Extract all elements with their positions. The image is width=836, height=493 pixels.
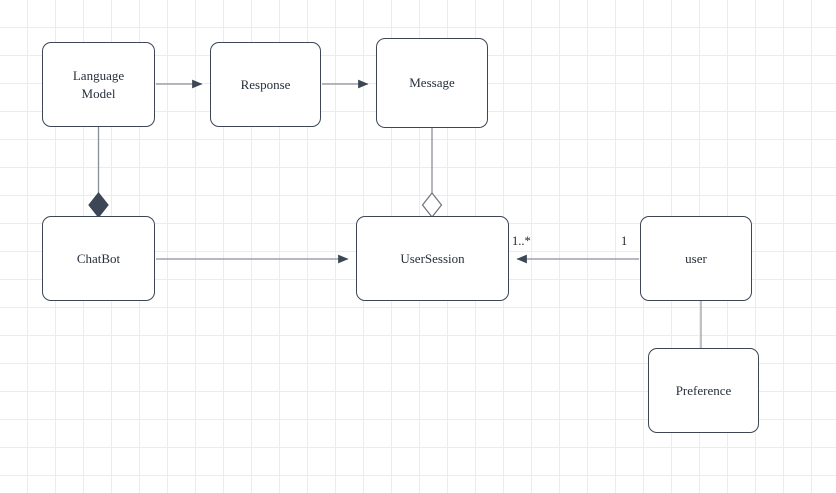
multiplicity-label-many: 1..*: [512, 234, 531, 248]
filled-diamond-marker: [88, 192, 109, 218]
node-label-preference: Preference: [675, 382, 732, 398]
node-user[interactable]: user: [640, 216, 752, 301]
edge-message-aggregation-usersession: [421, 128, 443, 218]
node-label-usersession: UserSession: [400, 250, 465, 266]
node-usersession[interactable]: UserSession: [356, 216, 509, 301]
edge-chatbot-composition-language-model: [88, 127, 109, 218]
multiplicity-label-one: 1: [621, 234, 628, 248]
node-chatbot[interactable]: ChatBot: [42, 216, 155, 301]
node-language-model[interactable]: Language Model: [42, 42, 155, 127]
node-response[interactable]: Response: [210, 42, 321, 127]
hollow-diamond-marker: [421, 192, 443, 218]
node-label-language-model: Language Model: [72, 68, 125, 101]
node-label-chatbot: ChatBot: [76, 250, 121, 266]
node-message[interactable]: Message: [376, 38, 488, 128]
node-label-response: Response: [240, 76, 291, 92]
node-label-user: user: [685, 250, 707, 266]
node-label-message: Message: [409, 75, 455, 91]
node-preference[interactable]: Preference: [648, 348, 759, 433]
